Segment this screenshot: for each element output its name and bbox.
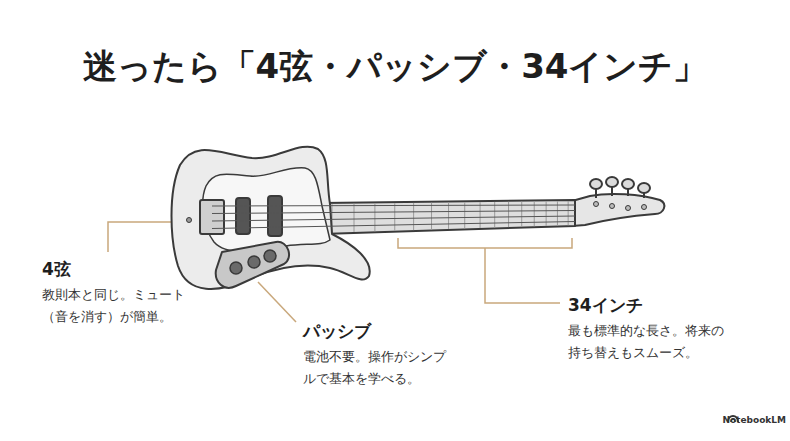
callout-text: 最も標準的な長さ。将来の持ち替えもスムーズ。: [568, 320, 732, 364]
leader-line: [485, 248, 560, 303]
callout-heading: パッシブ: [303, 320, 371, 342]
knobs: [230, 250, 276, 274]
title: 迷ったら「4弦・パッシブ・34インチ」: [83, 44, 708, 88]
pickup: [236, 198, 250, 234]
headstock: [572, 194, 664, 226]
bridge: [200, 200, 224, 234]
strings: [212, 205, 575, 229]
string-posts: [594, 202, 647, 211]
strap-button: [187, 218, 192, 223]
callout-heading: 4弦: [42, 258, 71, 280]
callout-heading: 34インチ: [568, 294, 643, 316]
callout-text: 電池不要。操作がシンプルで基本を学べる。: [303, 346, 453, 390]
body: [172, 147, 370, 289]
callout-text: 教則本と同じ。ミュート（音を消す）が簡単。: [42, 284, 192, 328]
pickup: [268, 196, 282, 236]
bracket: [398, 238, 572, 248]
tuning-pegs: [590, 177, 650, 198]
leader-line: [258, 282, 296, 322]
control-plate: [216, 242, 289, 288]
watermark: NotebookLM: [722, 414, 786, 426]
bass-guitar: [172, 147, 665, 289]
